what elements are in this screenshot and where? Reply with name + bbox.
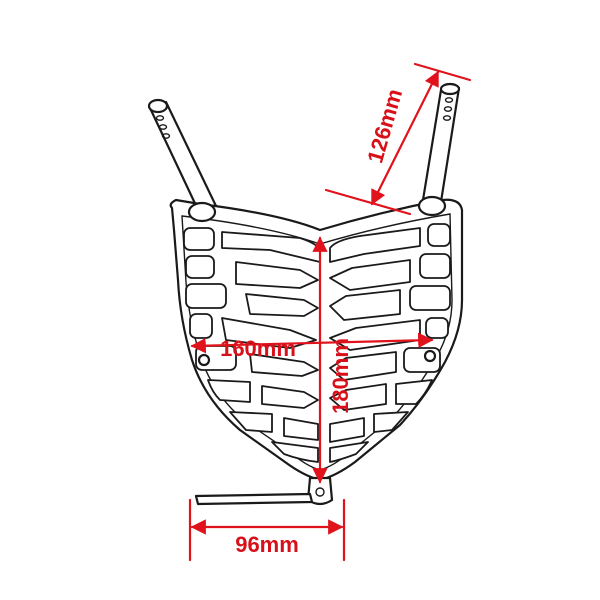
- right-top-tab: [417, 195, 447, 217]
- bottom-width-label: 96mm: [235, 532, 299, 557]
- right-side-bolt: [423, 349, 437, 363]
- width-dimension-line: [190, 332, 434, 354]
- bottom-bracket: [194, 492, 314, 506]
- mount-height-extension-bottom: [324, 188, 412, 216]
- mount-height-label: 126mm: [362, 86, 407, 166]
- mount-height-extension-top: [413, 62, 472, 82]
- right-mounting-arm: [420, 82, 461, 210]
- height-label: 180mm: [328, 338, 353, 414]
- left-mounting-arm: [147, 98, 218, 216]
- guard-drawing: [147, 82, 464, 506]
- left-side-bolt: [197, 353, 211, 367]
- mount-height-dimension-line: [370, 70, 440, 206]
- width-label: 160mm: [220, 336, 296, 361]
- left-top-tab: [187, 201, 217, 223]
